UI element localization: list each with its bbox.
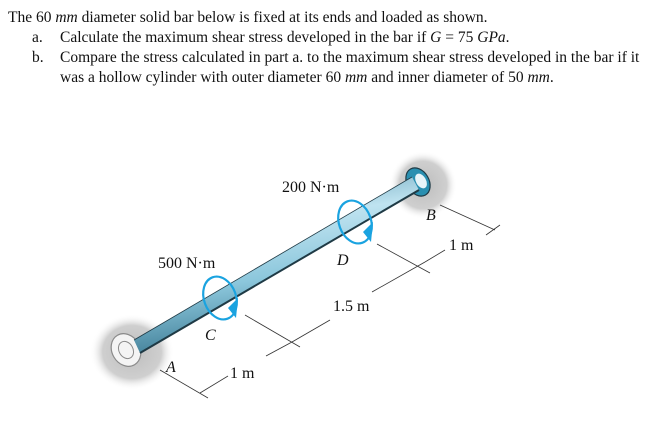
point-label-b: B: [426, 207, 436, 224]
dim-label-ac: 1 m: [230, 365, 255, 382]
shaft: [133, 176, 420, 354]
dimension-lines: [159, 204, 501, 399]
part-a-marker: a.: [32, 29, 43, 46]
part-a: a. Calculate the maximum shear stress de…: [32, 29, 510, 46]
part-b-marker: b.: [32, 49, 44, 66]
problem-intro: The 60 mm diameter solid bar below is fi…: [8, 9, 488, 26]
problem-parts: a. Calculate the maximum shear stress de…: [8, 28, 658, 88]
dim-label-db: 1 m: [449, 237, 474, 254]
dim-label-cd: 1.5 m: [333, 298, 370, 315]
torque-label-c: 500 N·m: [158, 255, 216, 272]
point-label-a: A: [165, 359, 176, 376]
part-b: b. Compare the stress calculated in part…: [32, 49, 640, 86]
point-label-c: C: [205, 327, 216, 344]
torque-label-d: 200 N·m: [282, 179, 340, 196]
torque-arrow-c-icon: [202, 275, 238, 321]
torque-arrow-d-icon: [337, 199, 373, 245]
problem-statement: The 60 mm diameter solid bar below is fi…: [8, 8, 658, 88]
point-label-d: D: [336, 252, 349, 269]
